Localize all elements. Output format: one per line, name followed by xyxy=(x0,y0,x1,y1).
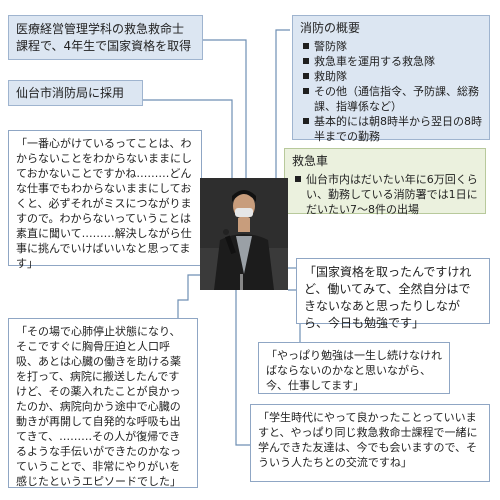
quote-text-2: 「その場で心肺停止状態になり、そこですぐに胸骨圧迫と人口呼吸、あとは心臓の働きを… xyxy=(16,325,181,488)
overview-title: 消防の概要 xyxy=(300,21,361,35)
quote-text-5: 「学生時代にやって良かったことっていいますと、やっぱり同じ救急救命士課程で一緒に… xyxy=(258,411,478,469)
quote-box-1: 「一番心がけているってことは、わからないことをわからないままにしておかないことで… xyxy=(8,130,202,270)
overview-box: 消防の概要 警防隊 救急車を運用する救急隊 救助隊 その他（通信指令、予防課、総… xyxy=(292,15,490,143)
overview-item: 救急車を運用する救急隊 xyxy=(303,54,482,69)
quote-box-5: 「学生時代にやって良かったことっていいますと、やっぱり同じ救急救命士課程で一緒に… xyxy=(250,404,490,482)
overview-item: 救助隊 xyxy=(303,69,482,84)
hired-box: 仙台市消防局に採用 xyxy=(8,80,143,106)
overview-item: その他（通信指令、予防課、総務課、指導係など） xyxy=(303,84,482,114)
overview-item: 警防隊 xyxy=(303,39,482,54)
quote-box-3: 「国家資格を取ったんですけれど、働いてみて、全然自分はできないなあと思ったりしな… xyxy=(296,258,490,330)
ambulance-title: 救急車 xyxy=(292,154,329,168)
ambulance-box: 救急車 仙台市内はだいたい年に6万回くらい、勤務している消防署では1日にだいたい… xyxy=(284,148,486,217)
ambulance-list: 仙台市内はだいたい年に6万回くらい、勤務している消防署では1日にだいたい7～8件… xyxy=(292,172,478,217)
qualification-text: 医療経営管理学科の救急救命士課程で、4年生で国家資格を取得 xyxy=(16,22,192,53)
speaker-photo xyxy=(200,178,288,290)
overview-list: 警防隊 救急車を運用する救急隊 救助隊 その他（通信指令、予防課、総務課、指導係… xyxy=(300,39,482,144)
quote-text-3: 「国家資格を取ったんですけれど、働いてみて、全然自分はできないなあと思ったりしな… xyxy=(304,265,472,330)
quote-text-1: 「一番心がけているってことは、わからないことをわからないままにしておかないことで… xyxy=(16,137,192,270)
ambulance-item: 仙台市内はだいたい年に6万回くらい、勤務している消防署では1日にだいたい7～8件… xyxy=(295,173,478,216)
quote-box-2: 「その場で心肺停止状態になり、そこですぐに胸骨圧迫と人口呼吸、あとは心臓の働きを… xyxy=(8,318,198,488)
qualification-box: 医療経営管理学科の救急救命士課程で、4年生で国家資格を取得 xyxy=(8,15,203,60)
quote-box-4: 「やっぱり勉強は一生し続けなければならないのかなと思いながら、今、仕事してます」 xyxy=(258,342,450,394)
overview-item: 基本的には朝8時半から翌日の8時半までの勤務 xyxy=(303,115,482,143)
hired-text: 仙台市消防局に採用 xyxy=(16,86,125,100)
quote-text-4: 「やっぱり勉強は一生し続けなければならないのかなと思いながら、今、仕事してます」 xyxy=(266,349,442,392)
